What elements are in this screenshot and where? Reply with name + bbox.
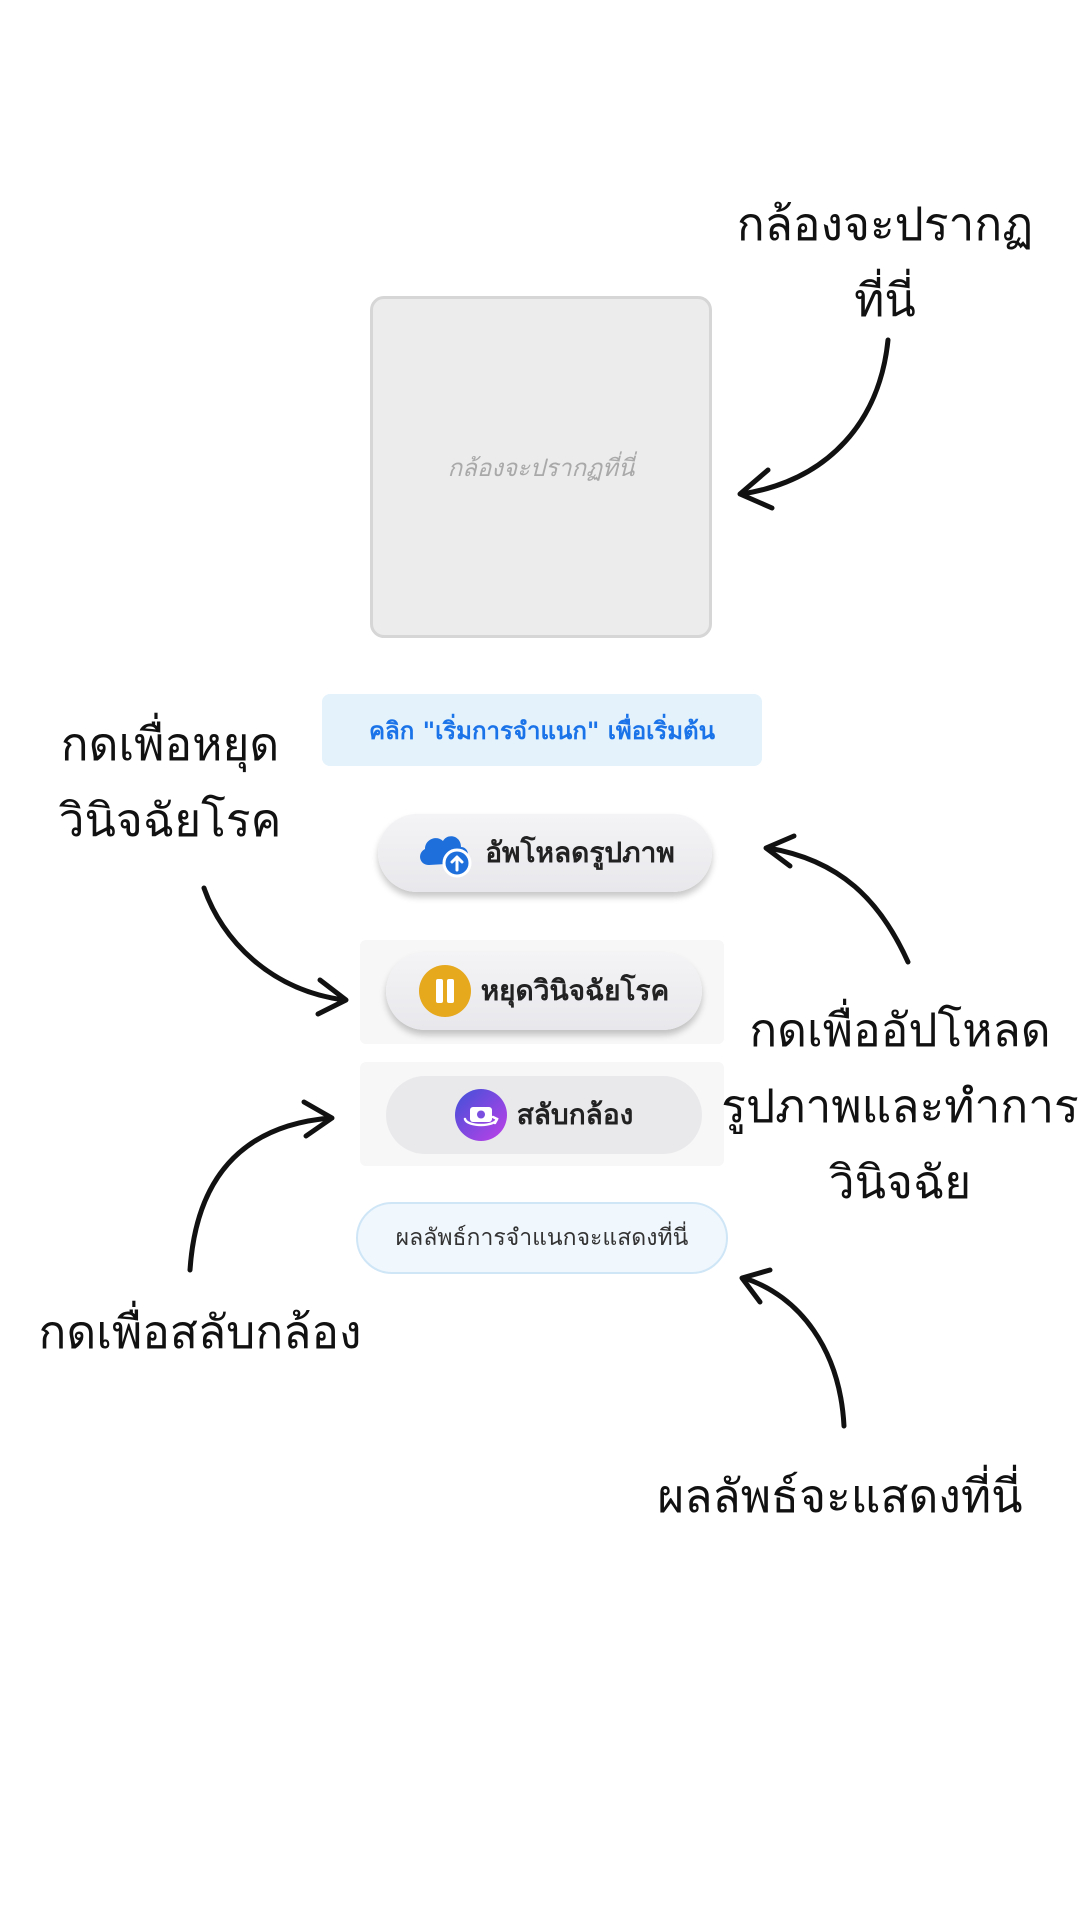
arrow-result xyxy=(741,1275,847,1429)
status-text: คลิก "เริ่มการจำแนก" เพื่อเริ่มต้น xyxy=(368,716,716,745)
annotation-stop-line2: วินิจฉัยโรค xyxy=(58,793,282,847)
annotation-stop-line1: กดเพื่อหยุด xyxy=(60,717,280,771)
result-box: ผลลัพธ์การจำแนกจะแสดงที่นี่ xyxy=(356,1202,728,1274)
stop-diagnosis-button[interactable]: หยุดวินิจฉัยโรค xyxy=(386,952,702,1030)
annotation-switch: กดเพื่อสลับกล้อง xyxy=(20,1294,380,1370)
upload-button-label: อัพโหลดรูปภาพ xyxy=(485,836,675,869)
annotation-upload-line2: รูปภาพและทำการ xyxy=(721,1079,1079,1133)
arrowhead-switch xyxy=(301,1099,335,1139)
switch-camera-label: สลับกล้อง xyxy=(516,1098,634,1131)
annotation-switch-text: กดเพื่อสลับกล้อง xyxy=(38,1305,362,1359)
arrow-camera xyxy=(739,337,891,497)
annotation-camera-line2: ที่นี่ xyxy=(854,273,916,327)
annotation-result: ผลลัพธ์จะแสดงที่นี่ xyxy=(640,1458,1040,1534)
arrowhead-upload xyxy=(763,833,797,869)
arrow-upload xyxy=(765,845,911,965)
annotation-camera-line1: กล้องจะปรากฏ xyxy=(736,197,1034,251)
arrowhead-result xyxy=(739,1267,773,1305)
result-text: ผลลัพธ์การจำแนกจะแสดงที่นี่ xyxy=(395,1225,689,1251)
annotation-camera: กล้องจะปรากฏ ที่นี่ xyxy=(700,186,1070,338)
annotation-upload-line1: กดเพื่ออัปโหลด xyxy=(749,1003,1051,1057)
arrowhead-camera xyxy=(737,467,775,511)
camera-placeholder-text: กล้องจะปรากฏที่นี่ xyxy=(447,453,635,482)
upload-button-container: อัพโหลดรูปภาพ xyxy=(376,812,714,904)
stop-button-container: หยุดวินิจฉัยโรค xyxy=(360,940,724,1044)
pause-icon xyxy=(418,965,471,1017)
cloud-upload-icon xyxy=(415,827,475,879)
arrow-switch xyxy=(187,1115,333,1273)
switch-camera-button[interactable]: สลับกล้อง xyxy=(386,1076,702,1154)
camera-switch-icon xyxy=(454,1089,507,1141)
upload-button[interactable]: อัพโหลดรูปภาพ xyxy=(378,814,712,892)
switch-button-container: สลับกล้อง xyxy=(360,1062,724,1166)
status-banner: คลิก "เริ่มการจำแนก" เพื่อเริ่มต้น xyxy=(322,694,762,766)
arrowhead-stop xyxy=(315,977,349,1017)
camera-preview: กล้องจะปรากฏที่นี่ xyxy=(370,296,712,638)
arrow-stop xyxy=(201,885,347,1003)
annotation-result-text: ผลลัพธ์จะแสดงที่นี่ xyxy=(657,1469,1023,1523)
stop-diagnosis-label: หยุดวินิจฉัยโรค xyxy=(480,974,670,1007)
annotation-stop: กดเพื่อหยุด วินิจฉัยโรค xyxy=(20,706,320,858)
annotation-upload-line3: วินิจฉัย xyxy=(828,1155,972,1209)
annotation-upload: กดเพื่ออัปโหลด รูปภาพและทำการ วินิจฉัย xyxy=(720,992,1080,1220)
